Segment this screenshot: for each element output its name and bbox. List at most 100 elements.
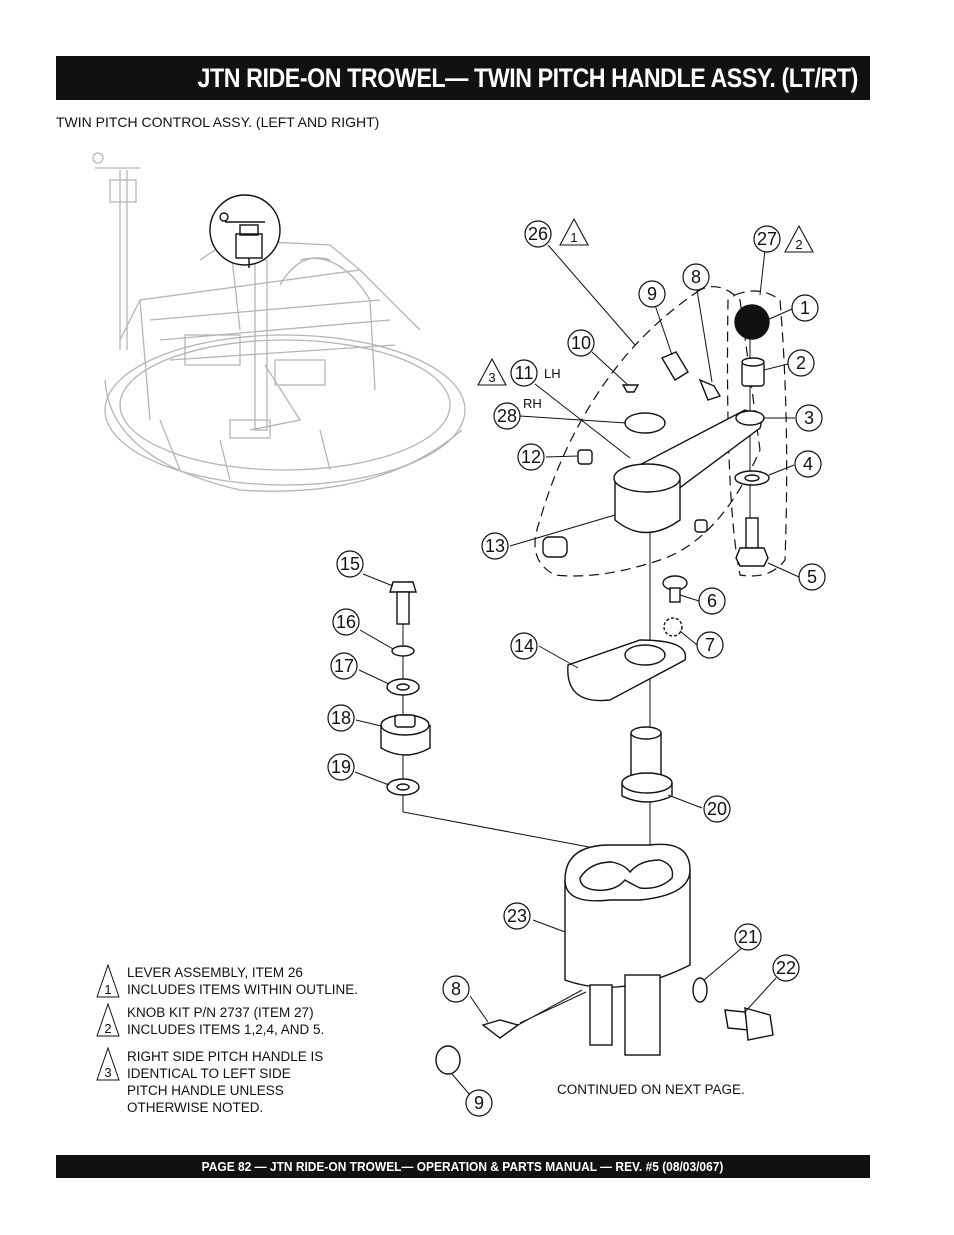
svg-text:18: 18 bbox=[331, 708, 351, 728]
callout-7: 7 bbox=[696, 631, 724, 659]
svg-text:13: 13 bbox=[485, 536, 505, 556]
callout-9-top: 9 bbox=[638, 280, 666, 308]
figure-subtitle: TWIN PITCH CONTROL ASSY. (LEFT AND RIGHT… bbox=[56, 114, 380, 130]
svg-text:6: 6 bbox=[707, 591, 717, 611]
svg-text:8: 8 bbox=[691, 267, 701, 287]
svg-text:8: 8 bbox=[451, 979, 461, 999]
callout-11: 11 bbox=[510, 359, 538, 387]
callout-23: 23 bbox=[503, 902, 531, 930]
callout-27: 27 bbox=[753, 225, 781, 253]
callout-4: 4 bbox=[794, 450, 822, 478]
svg-text:9: 9 bbox=[474, 1093, 484, 1113]
callout-21: 21 bbox=[734, 923, 762, 951]
knob-part bbox=[734, 304, 770, 340]
svg-text:22: 22 bbox=[776, 958, 796, 978]
callout-18: 18 bbox=[327, 704, 355, 732]
grease-cap-part bbox=[660, 351, 689, 381]
callout-14: 14 bbox=[510, 632, 538, 660]
leader-lines bbox=[354, 244, 800, 1096]
page-title-bar: JTN RIDE-ON TROWEL— TWIN PITCH HANDLE AS… bbox=[56, 56, 870, 100]
callout-15: 15 bbox=[336, 550, 364, 578]
svg-text:LEVER ASSEMBLY, ITEM 26: LEVER ASSEMBLY, ITEM 26 bbox=[127, 965, 303, 980]
svg-text:IDENTICAL TO LEFT SIDE: IDENTICAL TO LEFT SIDE bbox=[127, 1066, 291, 1081]
svg-text:11: 11 bbox=[515, 363, 534, 383]
svg-text:1: 1 bbox=[800, 298, 810, 318]
svg-text:2: 2 bbox=[795, 237, 802, 252]
continued-note: CONTINUED ON NEXT PAGE. bbox=[557, 1082, 745, 1097]
cap-part bbox=[624, 412, 666, 434]
knob-kit-outline bbox=[726, 290, 788, 577]
label-rh: RH bbox=[523, 396, 542, 411]
callout-20: 20 bbox=[703, 795, 731, 823]
svg-text:1: 1 bbox=[104, 982, 111, 997]
screw-part bbox=[621, 384, 640, 393]
note-2: 2 KNOB KIT P/N 2737 (ITEM 27) INCLUDES I… bbox=[96, 1002, 324, 1037]
triangle-mark-11: 3 bbox=[477, 357, 507, 386]
bolt-part bbox=[745, 517, 759, 549]
triangle-mark-27: 2 bbox=[784, 224, 814, 253]
page-footer-bar: PAGE 82 — JTN RIDE-ON TROWEL— OPERATION … bbox=[56, 1155, 870, 1178]
callout-6: 6 bbox=[698, 587, 726, 615]
grease-fitting-part bbox=[698, 378, 722, 401]
hub-part bbox=[614, 478, 681, 534]
svg-text:INCLUDES ITEMS WITHIN OUTLINE.: INCLUDES ITEMS WITHIN OUTLINE. bbox=[127, 982, 358, 997]
svg-text:27: 27 bbox=[757, 229, 777, 249]
callout-28: 28 bbox=[493, 402, 521, 430]
note-3: 3 RIGHT SIDE PITCH HANDLE IS IDENTICAL T… bbox=[96, 1046, 323, 1115]
svg-text:12: 12 bbox=[521, 447, 541, 467]
svg-text:16: 16 bbox=[336, 612, 356, 632]
label-lh: LH bbox=[544, 366, 561, 381]
callout-26: 26 bbox=[524, 220, 552, 248]
callout-10: 10 bbox=[567, 329, 595, 357]
callout-12: 12 bbox=[517, 443, 545, 471]
star-washer-part bbox=[663, 617, 683, 637]
connector-line bbox=[402, 790, 606, 851]
callout-9-bottom: 9 bbox=[465, 1089, 493, 1117]
callout-17: 17 bbox=[330, 652, 358, 680]
svg-text:3: 3 bbox=[104, 1065, 111, 1080]
svg-text:17: 17 bbox=[334, 656, 354, 676]
page-footer: PAGE 82 — JTN RIDE-ON TROWEL— OPERATION … bbox=[202, 1159, 724, 1174]
set-screw-large-part bbox=[542, 536, 568, 558]
callout-3: 3 bbox=[795, 404, 823, 432]
svg-text:2: 2 bbox=[104, 1021, 111, 1036]
svg-text:5: 5 bbox=[807, 567, 817, 587]
svg-text:3: 3 bbox=[804, 408, 814, 428]
svg-text:KNOB KIT P/N 2737 (ITEM 27): KNOB KIT P/N 2737 (ITEM 27) bbox=[127, 1005, 314, 1020]
callout-8-top: 8 bbox=[682, 263, 710, 291]
svg-text:RIGHT SIDE PITCH HANDLE IS: RIGHT SIDE PITCH HANDLE IS bbox=[127, 1049, 323, 1064]
svg-text:3: 3 bbox=[488, 370, 495, 385]
svg-text:INCLUDES ITEMS 1,2,4, AND 5.: INCLUDES ITEMS 1,2,4, AND 5. bbox=[127, 1022, 324, 1037]
page-title: JTN RIDE-ON TROWEL— TWIN PITCH HANDLE AS… bbox=[197, 62, 859, 93]
triangle-marks: 1 2 3 bbox=[477, 217, 814, 386]
svg-text:4: 4 bbox=[803, 454, 813, 474]
svg-text:OTHERWISE NOTED.: OTHERWISE NOTED. bbox=[127, 1100, 263, 1115]
callout-5: 5 bbox=[798, 563, 826, 591]
mounting-plate-part bbox=[567, 639, 687, 702]
detail-magnifier bbox=[209, 194, 281, 268]
svg-text:PITCH HANDLE UNLESS: PITCH HANDLE UNLESS bbox=[127, 1083, 284, 1098]
note-1: 1 LEVER ASSEMBLY, ITEM 26 INCLUDES ITEMS… bbox=[96, 963, 358, 998]
svg-text:20: 20 bbox=[707, 799, 727, 819]
svg-text:9: 9 bbox=[647, 284, 657, 304]
callout-13: 13 bbox=[481, 532, 509, 560]
svg-text:7: 7 bbox=[705, 635, 715, 655]
svg-text:26: 26 bbox=[528, 224, 548, 244]
svg-text:28: 28 bbox=[497, 406, 517, 426]
callout-2: 2 bbox=[787, 349, 815, 377]
trowel-overview-illustration bbox=[92, 152, 466, 492]
set-screw-part bbox=[577, 449, 593, 465]
svg-text:1: 1 bbox=[570, 230, 577, 245]
triangle-mark-26: 1 bbox=[559, 217, 589, 246]
callout-19: 19 bbox=[327, 753, 355, 781]
callouts: 26 27 8 9 1 10 2 11 3 28 12 4 13 15 5 6 … bbox=[327, 220, 826, 1117]
lock-washer-part bbox=[391, 645, 415, 657]
lever-assembly-outline bbox=[534, 286, 761, 577]
callout-22: 22 bbox=[772, 954, 800, 982]
svg-text:10: 10 bbox=[571, 333, 591, 353]
svg-text:2: 2 bbox=[796, 353, 806, 373]
parts bbox=[380, 304, 774, 1075]
notes: 1 LEVER ASSEMBLY, ITEM 26 INCLUDES ITEMS… bbox=[96, 963, 358, 1115]
svg-text:21: 21 bbox=[738, 927, 758, 947]
